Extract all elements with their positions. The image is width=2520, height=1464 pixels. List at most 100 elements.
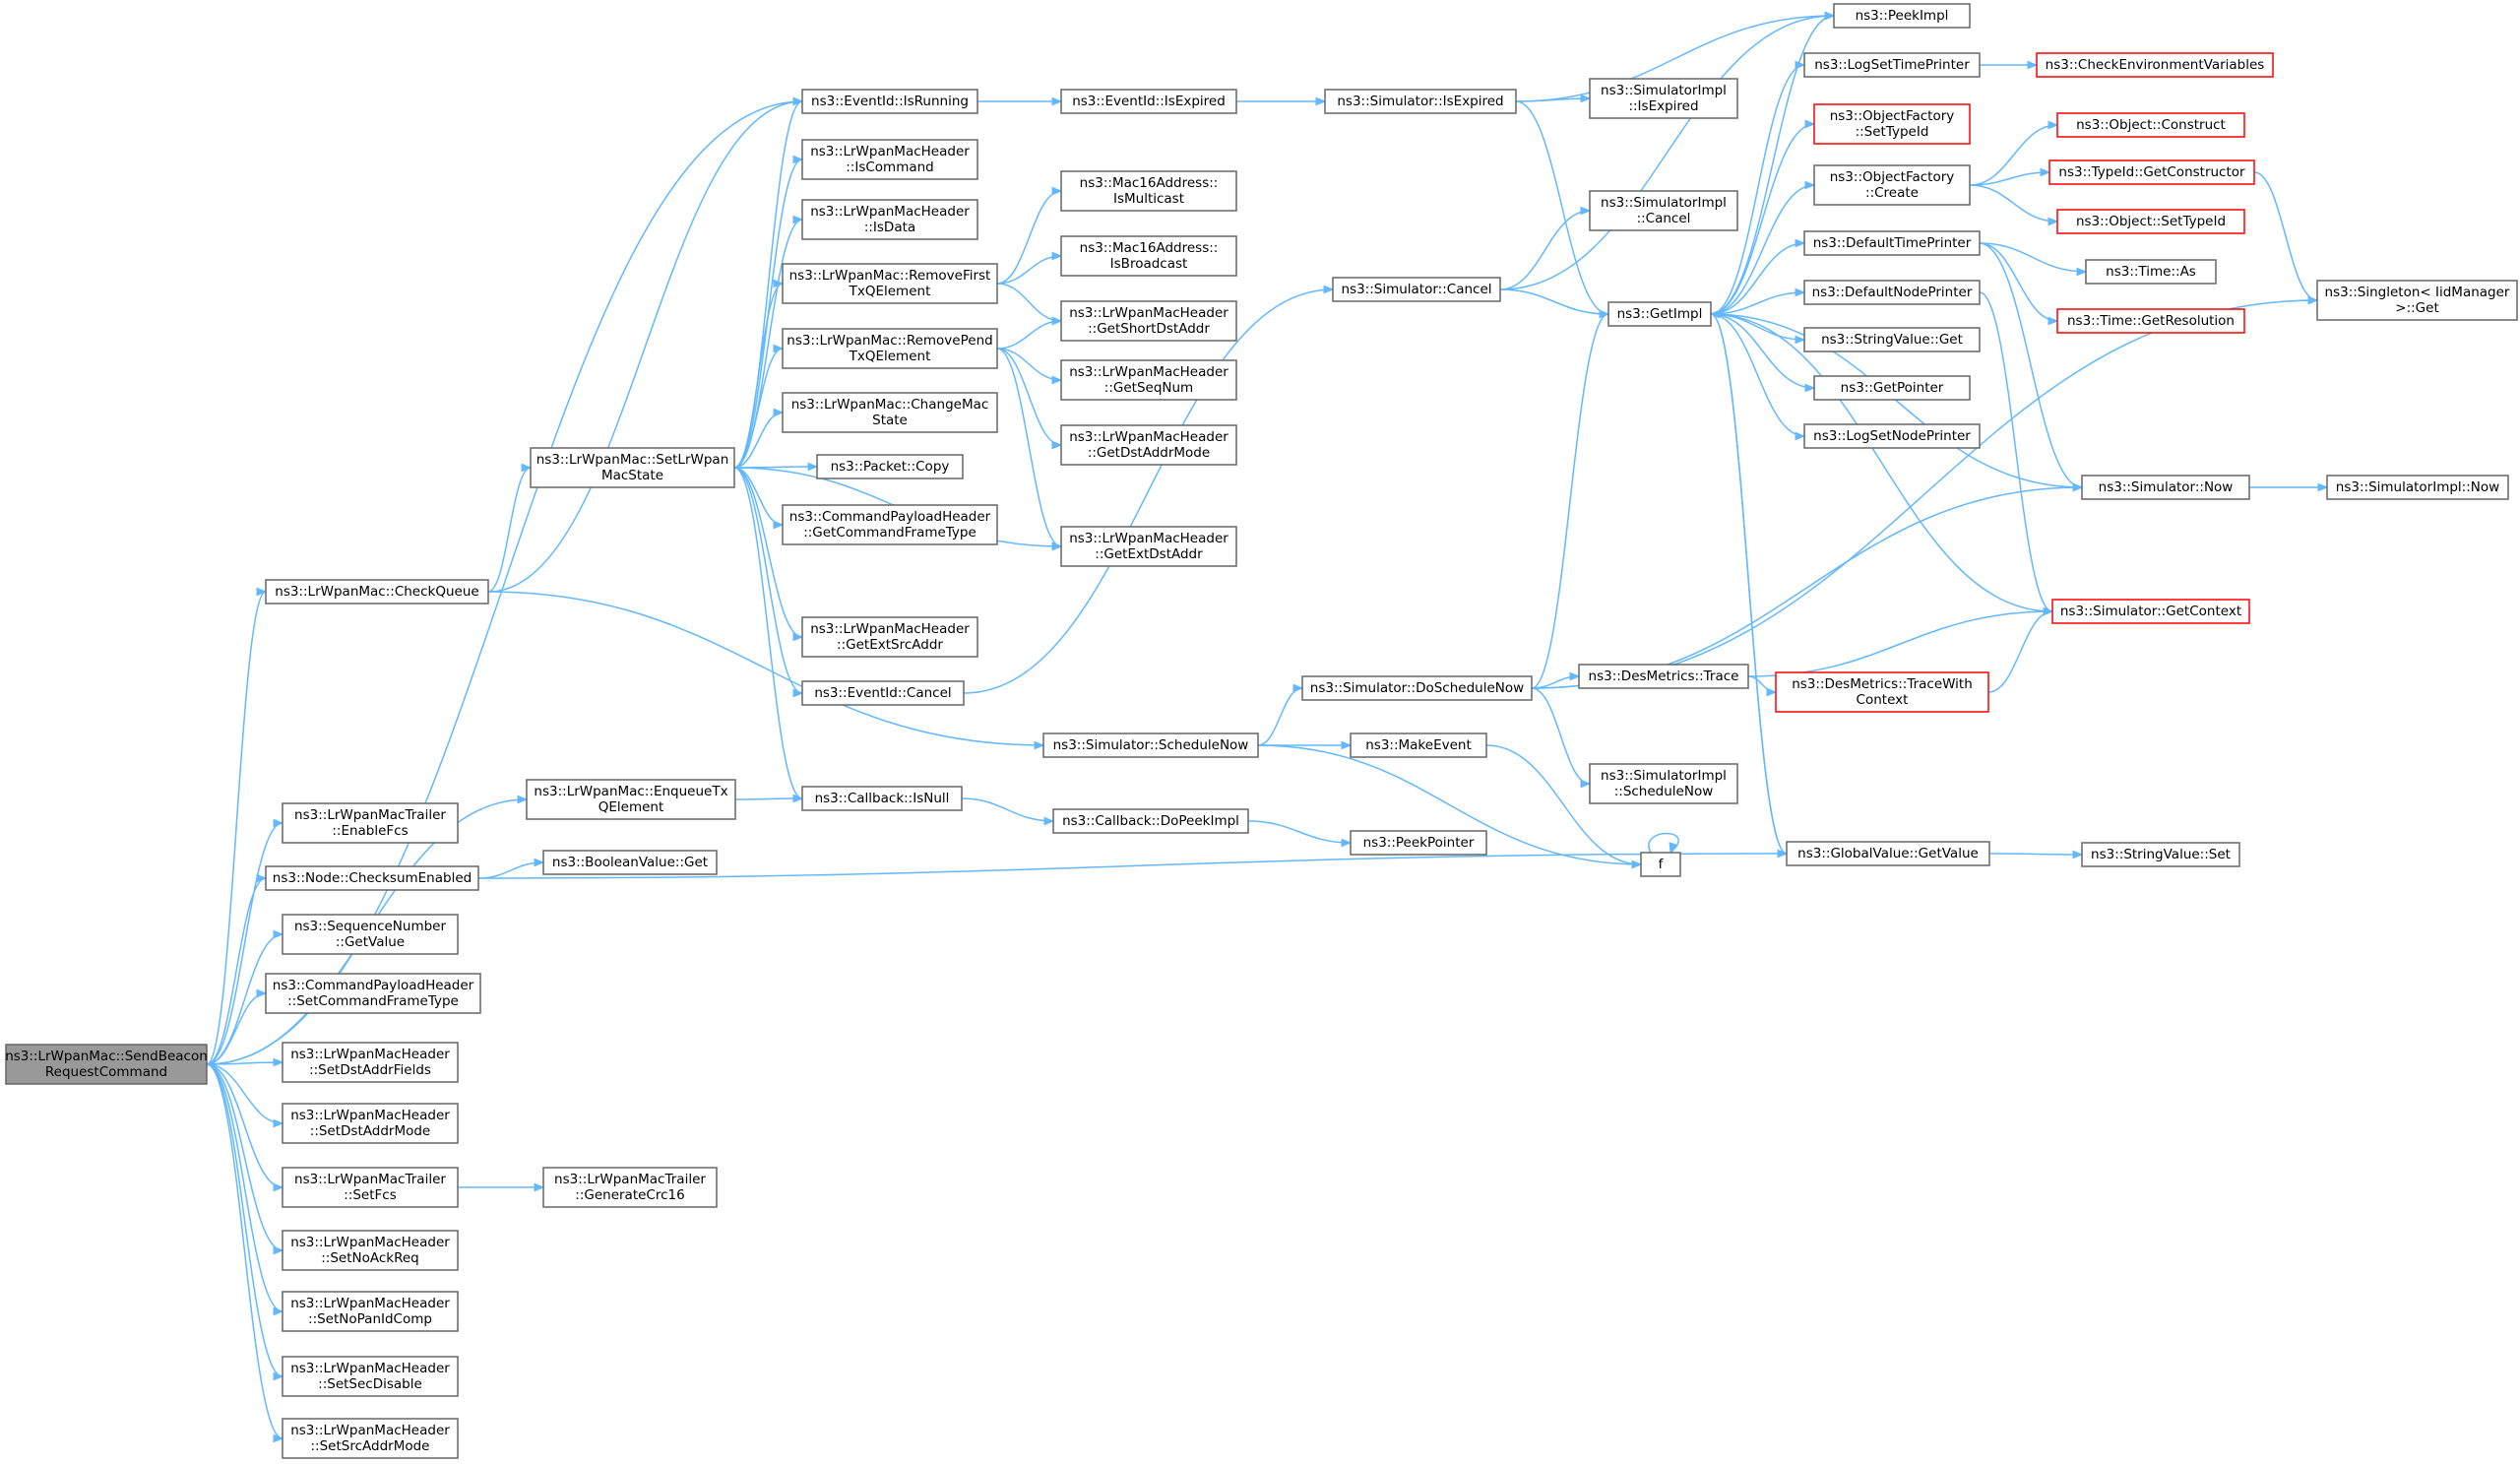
edge-root-to-checksumEnabled: [206, 877, 267, 1065]
arrowhead: [534, 858, 545, 867]
node-label: ::IsData: [864, 220, 915, 235]
node-simImplNow[interactable]: ns3::SimulatorImpl::Now: [2326, 475, 2509, 500]
node-simImplScheduleNow[interactable]: ns3::SimulatorImpl::ScheduleNow: [1589, 763, 1738, 804]
node-packetCopy[interactable]: ns3::Packet::Copy: [816, 454, 964, 479]
node-checksumEnabled[interactable]: ns3::Node::ChecksumEnabled: [265, 865, 479, 891]
arrowhead: [273, 1182, 284, 1192]
node-peekImpl[interactable]: ns3::PeekImpl: [1833, 3, 1971, 29]
node-setSrcAddrMode[interactable]: ns3::LrWpanMacHeader::SetSrcAddrMode: [282, 1418, 459, 1459]
node-getShortDstAddr[interactable]: ns3::LrWpanMacHeader::GetShortDstAddr: [1060, 300, 1237, 342]
node-isData[interactable]: ns3::LrWpanMacHeader::IsData: [801, 199, 978, 240]
node-simIsExpired[interactable]: ns3::Simulator::IsExpired: [1324, 89, 1517, 114]
node-getCmdFrameType[interactable]: ns3::CommandPayloadHeader::GetCommandFra…: [782, 504, 998, 545]
node-singletonGet[interactable]: ns3::Singleton< IidManager>::Get: [2316, 280, 2518, 321]
edge-setLrWpanMacState-to-callbackIsNull: [733, 467, 803, 799]
node-label: ns3::Callback::DoPeekImpl: [1062, 813, 1239, 829]
edge-getImpl-to-logSetTimePrinter: [1710, 64, 1805, 315]
node-label: ::SetCommandFrameType: [287, 993, 459, 1009]
node-timeGetResolution[interactable]: ns3::Time::GetResolution: [2056, 308, 2245, 334]
node-logSetNodePrinter[interactable]: ns3::LogSetNodePrinter: [1803, 423, 1981, 449]
node-stringValueSet[interactable]: ns3::StringValue::Set: [2081, 842, 2240, 867]
node-checkEnvVars[interactable]: ns3::CheckEnvironmentVariables: [2036, 52, 2274, 78]
node-eventIsExpired[interactable]: ns3::EventId::IsExpired: [1060, 89, 1237, 114]
node-box: [282, 802, 459, 844]
node-box: [2056, 112, 2245, 138]
node-scheduleNow[interactable]: ns3::Simulator::ScheduleNow: [1042, 732, 1259, 758]
edge-root-to-setSecDisable: [206, 1063, 284, 1377]
node-getDstAddrMode[interactable]: ns3::LrWpanMacHeader::GetDstAddrMode: [1060, 424, 1237, 466]
node-objectConstruct[interactable]: ns3::Object::Construct: [2056, 112, 2245, 138]
node-getExtSrcAddr[interactable]: ns3::LrWpanMacHeader::GetExtSrcAddr: [801, 616, 978, 658]
node-eventIsRunning[interactable]: ns3::EventId::IsRunning: [801, 89, 978, 114]
node-setCmdFrameType[interactable]: ns3::CommandPayloadHeader::SetCommandFra…: [265, 973, 481, 1014]
node-simGetContext[interactable]: ns3::Simulator::GetContext: [2051, 599, 2250, 624]
node-getPointer[interactable]: ns3::GetPointer: [1813, 375, 1971, 401]
node-setFcs[interactable]: ns3::LrWpanMacTrailer::SetFcs: [282, 1167, 459, 1208]
node-getSeqNum[interactable]: ns3::LrWpanMacHeader::GetSeqNum: [1060, 359, 1237, 401]
node-logSetTimePrinter[interactable]: ns3::LogSetTimePrinter: [1803, 52, 1981, 78]
node-simCancel[interactable]: ns3::Simulator::Cancel: [1332, 277, 1501, 302]
node-globalValueGetValue[interactable]: ns3::GlobalValue::GetValue: [1786, 841, 1990, 866]
node-defaultTimePrinter[interactable]: ns3::DefaultTimePrinter: [1803, 230, 1981, 256]
node-label: ::GetExtDstAddr: [1095, 546, 1203, 562]
node-label: ns3::LrWpanMacHeader: [290, 1296, 450, 1311]
edge-ofCreate-to-typeIdGetConstructor: [1969, 171, 2050, 186]
node-simNow[interactable]: ns3::Simulator::Now: [2081, 475, 2250, 500]
node-doPeekImpl[interactable]: ns3::Callback::DoPeekImpl: [1052, 808, 1249, 834]
edge-simIsExpired-to-peekImpl: [1515, 15, 1835, 102]
node-seqGetValue[interactable]: ns3::SequenceNumber::GetValue: [282, 914, 459, 955]
node-enableFcs[interactable]: ns3::LrWpanMacTrailer::EnableFcs: [282, 802, 459, 844]
node-typeIdGetConstructor[interactable]: ns3::TypeId::GetConstructor: [2048, 159, 2255, 185]
edge-simCancel-to-getImpl: [1499, 288, 1609, 315]
node-label: ns3::LrWpanMacHeader: [1069, 429, 1228, 445]
node-label: ::SetFcs: [344, 1187, 397, 1203]
node-box: [1813, 103, 1971, 145]
node-checkQueue[interactable]: ns3::LrWpanMac::CheckQueue: [265, 579, 489, 605]
node-timeAs[interactable]: ns3::Time::As: [2085, 259, 2217, 285]
node-ofCreate[interactable]: ns3::ObjectFactory::Create: [1813, 164, 1971, 206]
node-generateCrc16[interactable]: ns3::LrWpanMacTrailer::GenerateCrc16: [542, 1167, 718, 1208]
node-getExtDstAddr[interactable]: ns3::LrWpanMacHeader::GetExtDstAddr: [1060, 526, 1237, 567]
node-label: ns3::Simulator::IsExpired: [1337, 94, 1503, 109]
node-ofSetTypeId[interactable]: ns3::ObjectFactory::SetTypeId: [1813, 103, 1971, 145]
node-defaultNodePrinter[interactable]: ns3::DefaultNodePrinter: [1803, 280, 1981, 305]
node-objectSetTypeId[interactable]: ns3::Object::SetTypeId: [2056, 209, 2245, 234]
node-label: ns3::LrWpanMacHeader: [290, 1108, 450, 1123]
node-setSecDisable[interactable]: ns3::LrWpanMacHeader::SetSecDisable: [282, 1356, 459, 1397]
edge-defaultNodePrinter-to-simGetContext: [1979, 291, 2053, 612]
node-box: [530, 447, 735, 488]
arrowhead: [1051, 440, 1063, 450]
edge-globalValueGetValue-to-getImpl: [1710, 313, 1788, 855]
node-setNoAckReq[interactable]: ns3::LrWpanMacHeader::SetNoAckReq: [282, 1230, 459, 1271]
node-box: [1052, 808, 1249, 834]
node-setDstAddrFields[interactable]: ns3::LrWpanMacHeader::SetDstAddrFields: [282, 1042, 459, 1083]
node-desTrace[interactable]: ns3::DesMetrics::Trace: [1578, 664, 1749, 689]
node-eventCancel[interactable]: ns3::EventId::Cancel: [801, 680, 965, 706]
node-label: >::Get: [2395, 300, 2438, 316]
node-doScheduleNow[interactable]: ns3::Simulator::DoScheduleNow: [1301, 675, 1533, 701]
node-makeEvent[interactable]: ns3::MakeEvent: [1350, 732, 1487, 758]
node-box: [1350, 830, 1487, 856]
node-box: [2056, 308, 2245, 334]
node-simImplCancel[interactable]: ns3::SimulatorImpl::Cancel: [1589, 190, 1738, 231]
node-isCommand[interactable]: ns3::LrWpanMacHeader::IsCommand: [801, 139, 978, 180]
node-setDstAddrMode[interactable]: ns3::LrWpanMacHeader::SetDstAddrMode: [282, 1103, 459, 1144]
node-booleanGet[interactable]: ns3::BooleanValue::Get: [542, 850, 718, 875]
node-peekPointer[interactable]: ns3::PeekPointer: [1350, 830, 1487, 856]
node-getImpl[interactable]: ns3::GetImpl: [1607, 301, 1712, 327]
node-callbackIsNull[interactable]: ns3::Callback::IsNull: [801, 786, 963, 811]
node-setNoPanIdComp[interactable]: ns3::LrWpanMacHeader::SetNoPanIdComp: [282, 1291, 459, 1332]
node-simImplIsExpired[interactable]: ns3::SimulatorImpl::IsExpired: [1589, 78, 1738, 119]
node-isBroadcast[interactable]: ns3::Mac16Address::IsBroadcast: [1060, 235, 1237, 277]
node-isMulticast[interactable]: ns3::Mac16Address::IsMulticast: [1060, 170, 1237, 212]
node-label: ns3::Object::SetTypeId: [2076, 214, 2226, 229]
node-stringValueGet[interactable]: ns3::StringValue::Get: [1803, 327, 1981, 352]
node-f[interactable]: f: [1640, 852, 1681, 877]
